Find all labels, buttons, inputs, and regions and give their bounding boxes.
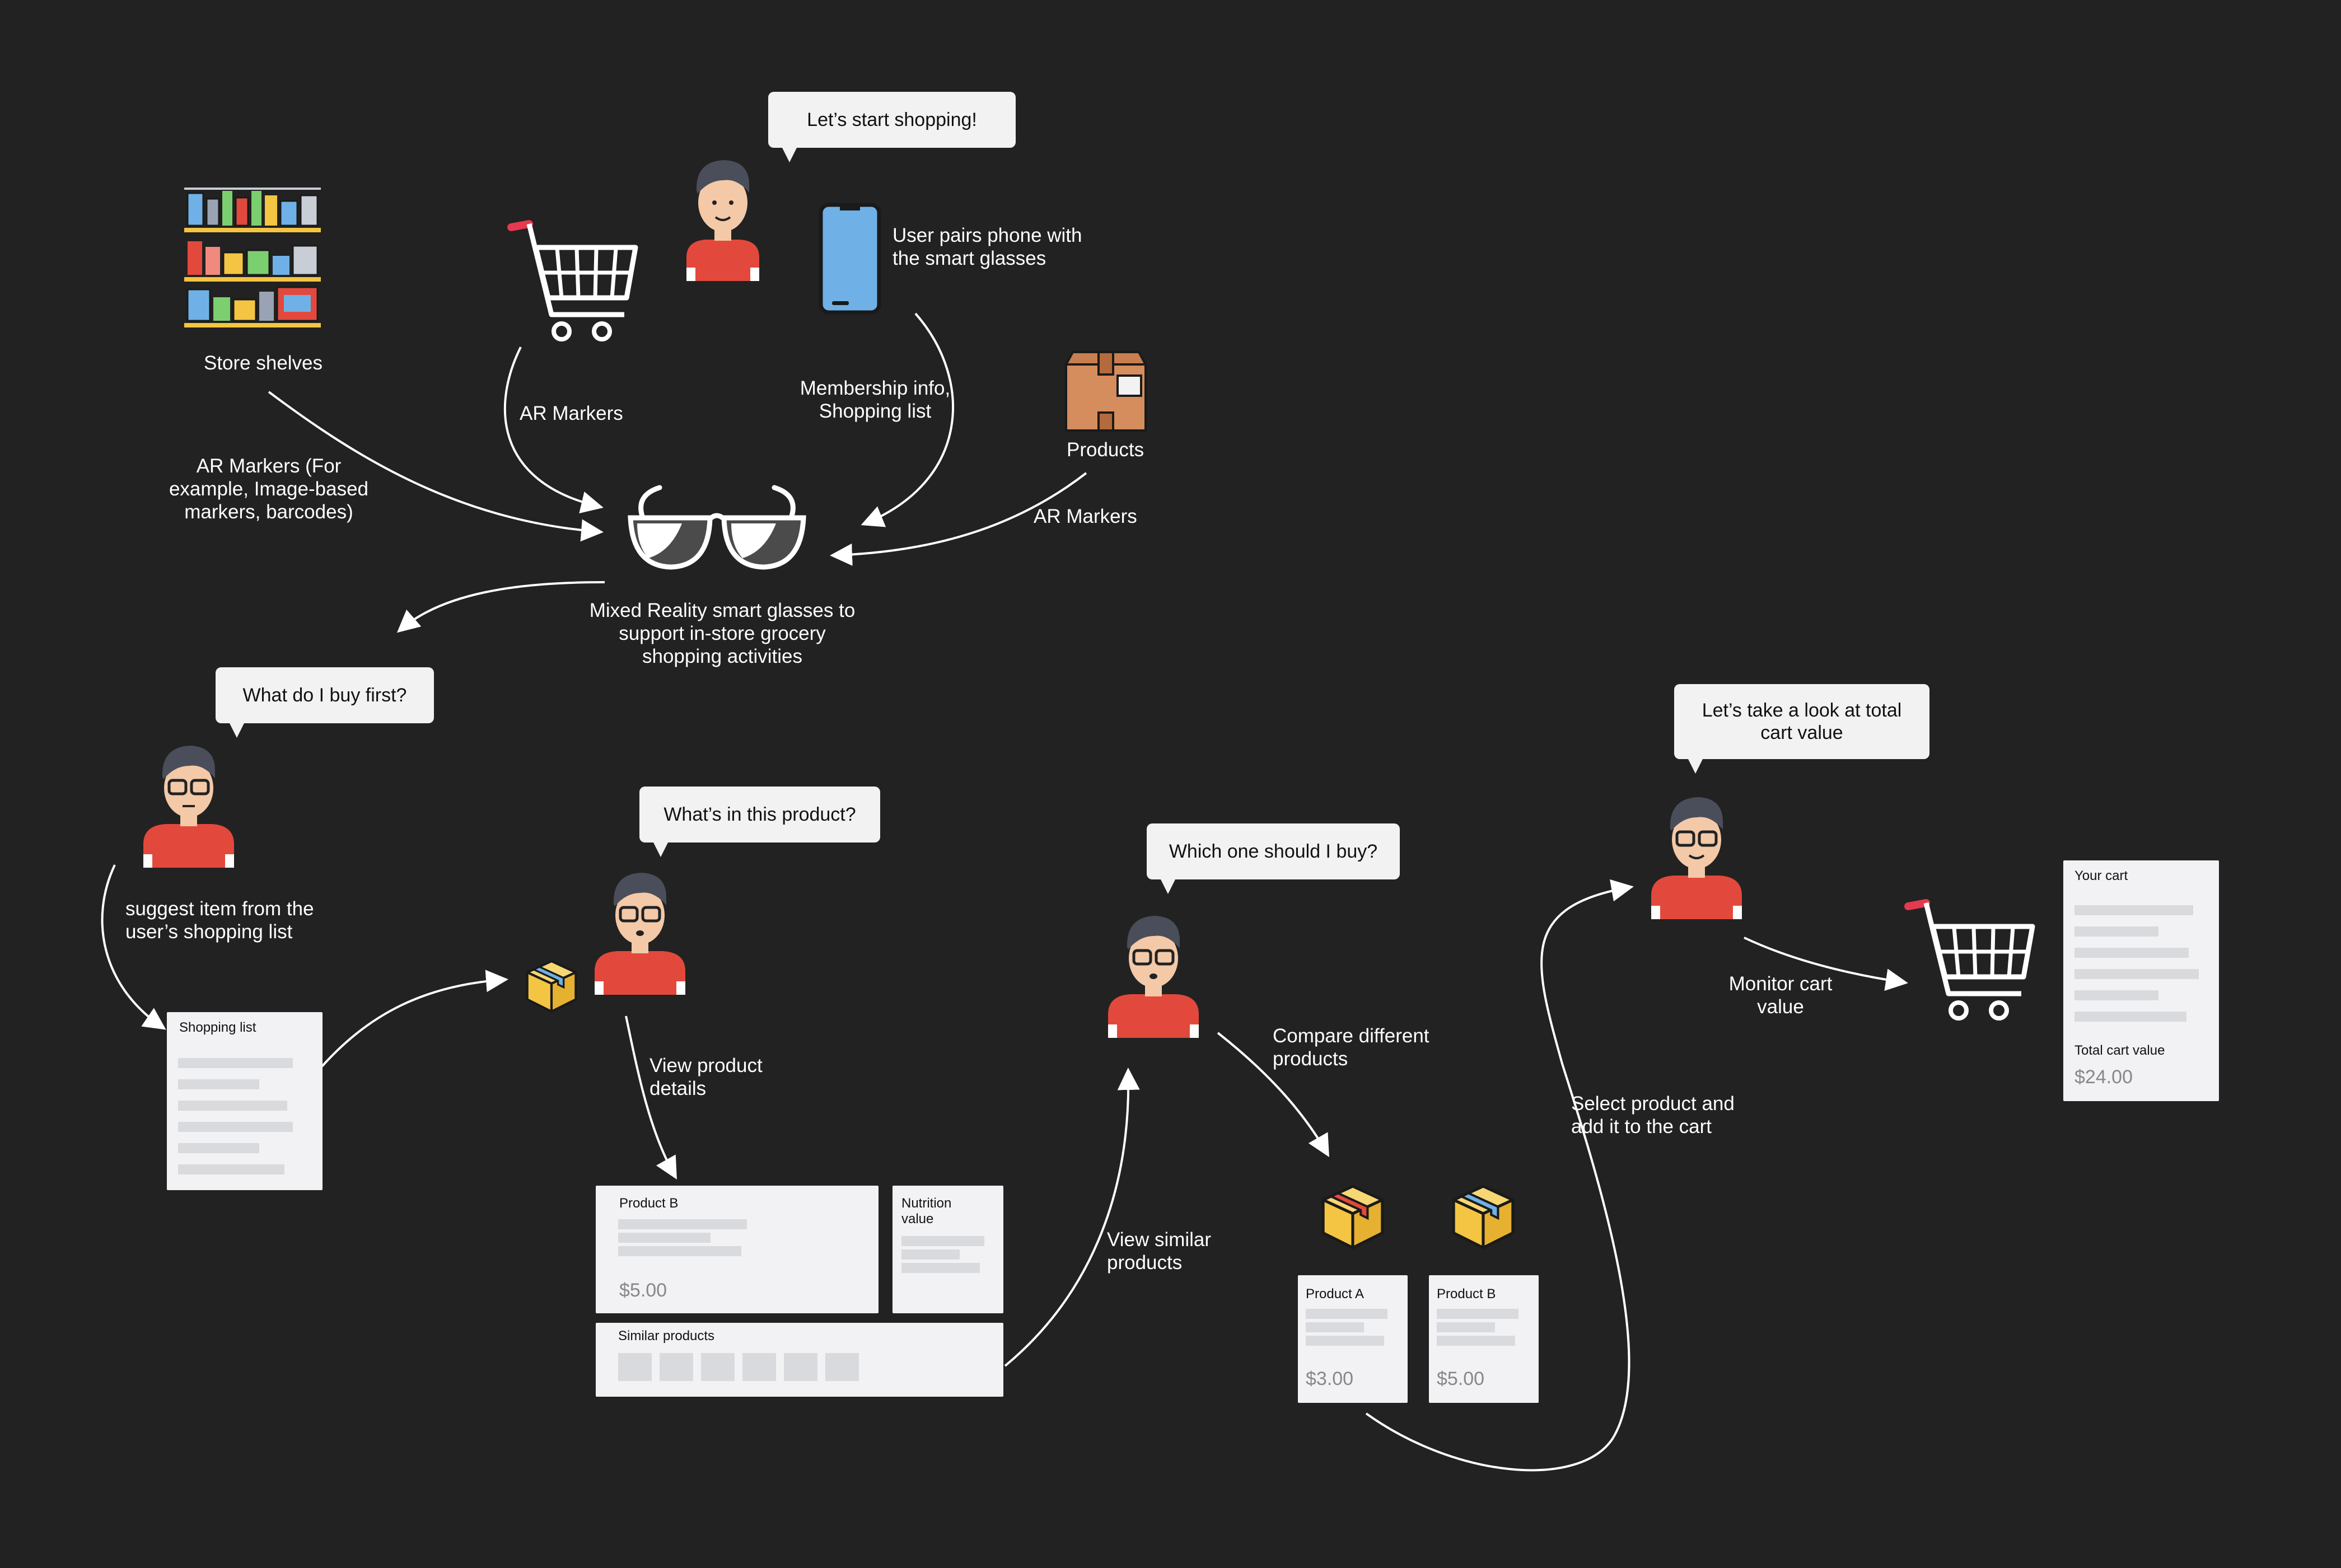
cardboard-box-icon <box>1064 351 1148 432</box>
product-box-icon <box>1321 1185 1384 1249</box>
speech-bubble-first: What do I buy first? <box>216 667 434 738</box>
compare-label: Compare different products <box>1273 1025 1429 1070</box>
view-details-label: View product details <box>650 1055 763 1099</box>
smart-glasses-icon <box>628 485 806 570</box>
arrow-user-to-detail <box>625 1015 677 1179</box>
arrow-cart-to-glasses <box>503 347 604 514</box>
arrow-productA-to-user <box>1365 879 1634 1472</box>
ar-markers-products-label: AR Markers <box>1034 505 1137 527</box>
product-detail-card: Product B $5.00 <box>596 1186 879 1313</box>
user-with-glasses-icon <box>1651 797 1742 919</box>
your-cart-card: Your cart Total cart value $24.00 <box>2063 860 2219 1101</box>
product-b-title: Product B <box>1437 1286 1496 1302</box>
similar-products-title: Similar products <box>618 1328 715 1344</box>
arrow-glasses-to-user <box>396 581 605 633</box>
user-with-glasses-icon <box>595 873 685 995</box>
product-detail-title: Product B <box>619 1196 679 1211</box>
view-similar-label: View similar products <box>1107 1229 1212 1274</box>
product-detail-price: $5.00 <box>619 1280 667 1301</box>
smartphone-icon <box>819 203 881 315</box>
arrow-similar-to-user <box>1004 1068 1140 1367</box>
arrow-user-to-compare <box>1217 1032 1329 1157</box>
ar-markers-shelves-label: AR Markers (For example, Image-based mar… <box>169 455 369 523</box>
similar-products-card: Similar products <box>596 1323 1003 1397</box>
product-a-title: Product A <box>1306 1286 1365 1302</box>
product-b-card: Product B $5.00 <box>1429 1275 1539 1403</box>
arrow-phone-to-glasses <box>861 312 955 527</box>
product-a-price: $3.00 <box>1306 1368 1354 1389</box>
shopping-list-card: Shopping list <box>167 1012 323 1190</box>
store-shelves-icon <box>184 188 321 327</box>
speech-bubble-which: Which one should I buy? <box>1147 823 1400 894</box>
arrow-user-to-shopping-list <box>101 864 166 1030</box>
nutrition-title: Nutrition value <box>901 1196 952 1227</box>
total-cart-label: Total cart value <box>2074 1043 2165 1058</box>
user-with-glasses-icon <box>1108 916 1199 1038</box>
user-avatar-icon <box>686 160 759 281</box>
product-box-icon <box>1452 1185 1515 1249</box>
arrow-user-to-cart <box>1744 937 1908 991</box>
speech-bubble-start: Let’s start shopping! <box>768 92 1016 162</box>
shopping-cart-icon <box>507 220 638 341</box>
your-cart-title: Your cart <box>2074 868 2128 883</box>
product-a-card: Product A $3.00 <box>1298 1275 1408 1403</box>
arrow-products-to-glasses <box>830 472 1087 566</box>
shopping-list-title: Shopping list <box>179 1020 256 1035</box>
products-label: Products <box>1067 439 1144 461</box>
total-cart-value: $24.00 <box>2074 1066 2133 1088</box>
pairs-phone-label: User pairs phone with the smart glasses <box>893 224 1082 269</box>
select-add-label: Select product and add it to the cart <box>1571 1093 1735 1138</box>
product-box-icon <box>526 959 577 1013</box>
shopping-cart-icon <box>1904 899 2035 1021</box>
speech-bubble-total: Let’s take a look at total cart value <box>1674 684 1929 774</box>
speech-bubble-whats-in: What’s in this product? <box>639 787 880 857</box>
arrow-shelves-to-glasses <box>268 391 604 542</box>
product-b-price: $5.00 <box>1437 1368 1485 1389</box>
nutrition-card: Nutrition value <box>893 1186 1003 1313</box>
store-shelves-label: Store shelves <box>203 352 323 374</box>
glasses-label: Mixed Reality smart glasses to support i… <box>589 600 856 667</box>
suggest-label: suggest item from the user’s shopping li… <box>125 898 314 943</box>
membership-label: Membership info, Shopping list <box>800 377 951 422</box>
arrow-list-to-box <box>321 970 508 1068</box>
ar-markers-cart-label: AR Markers <box>520 402 623 424</box>
user-with-glasses-icon <box>143 746 234 868</box>
monitor-label: Monitor cart value <box>1728 973 1833 1018</box>
